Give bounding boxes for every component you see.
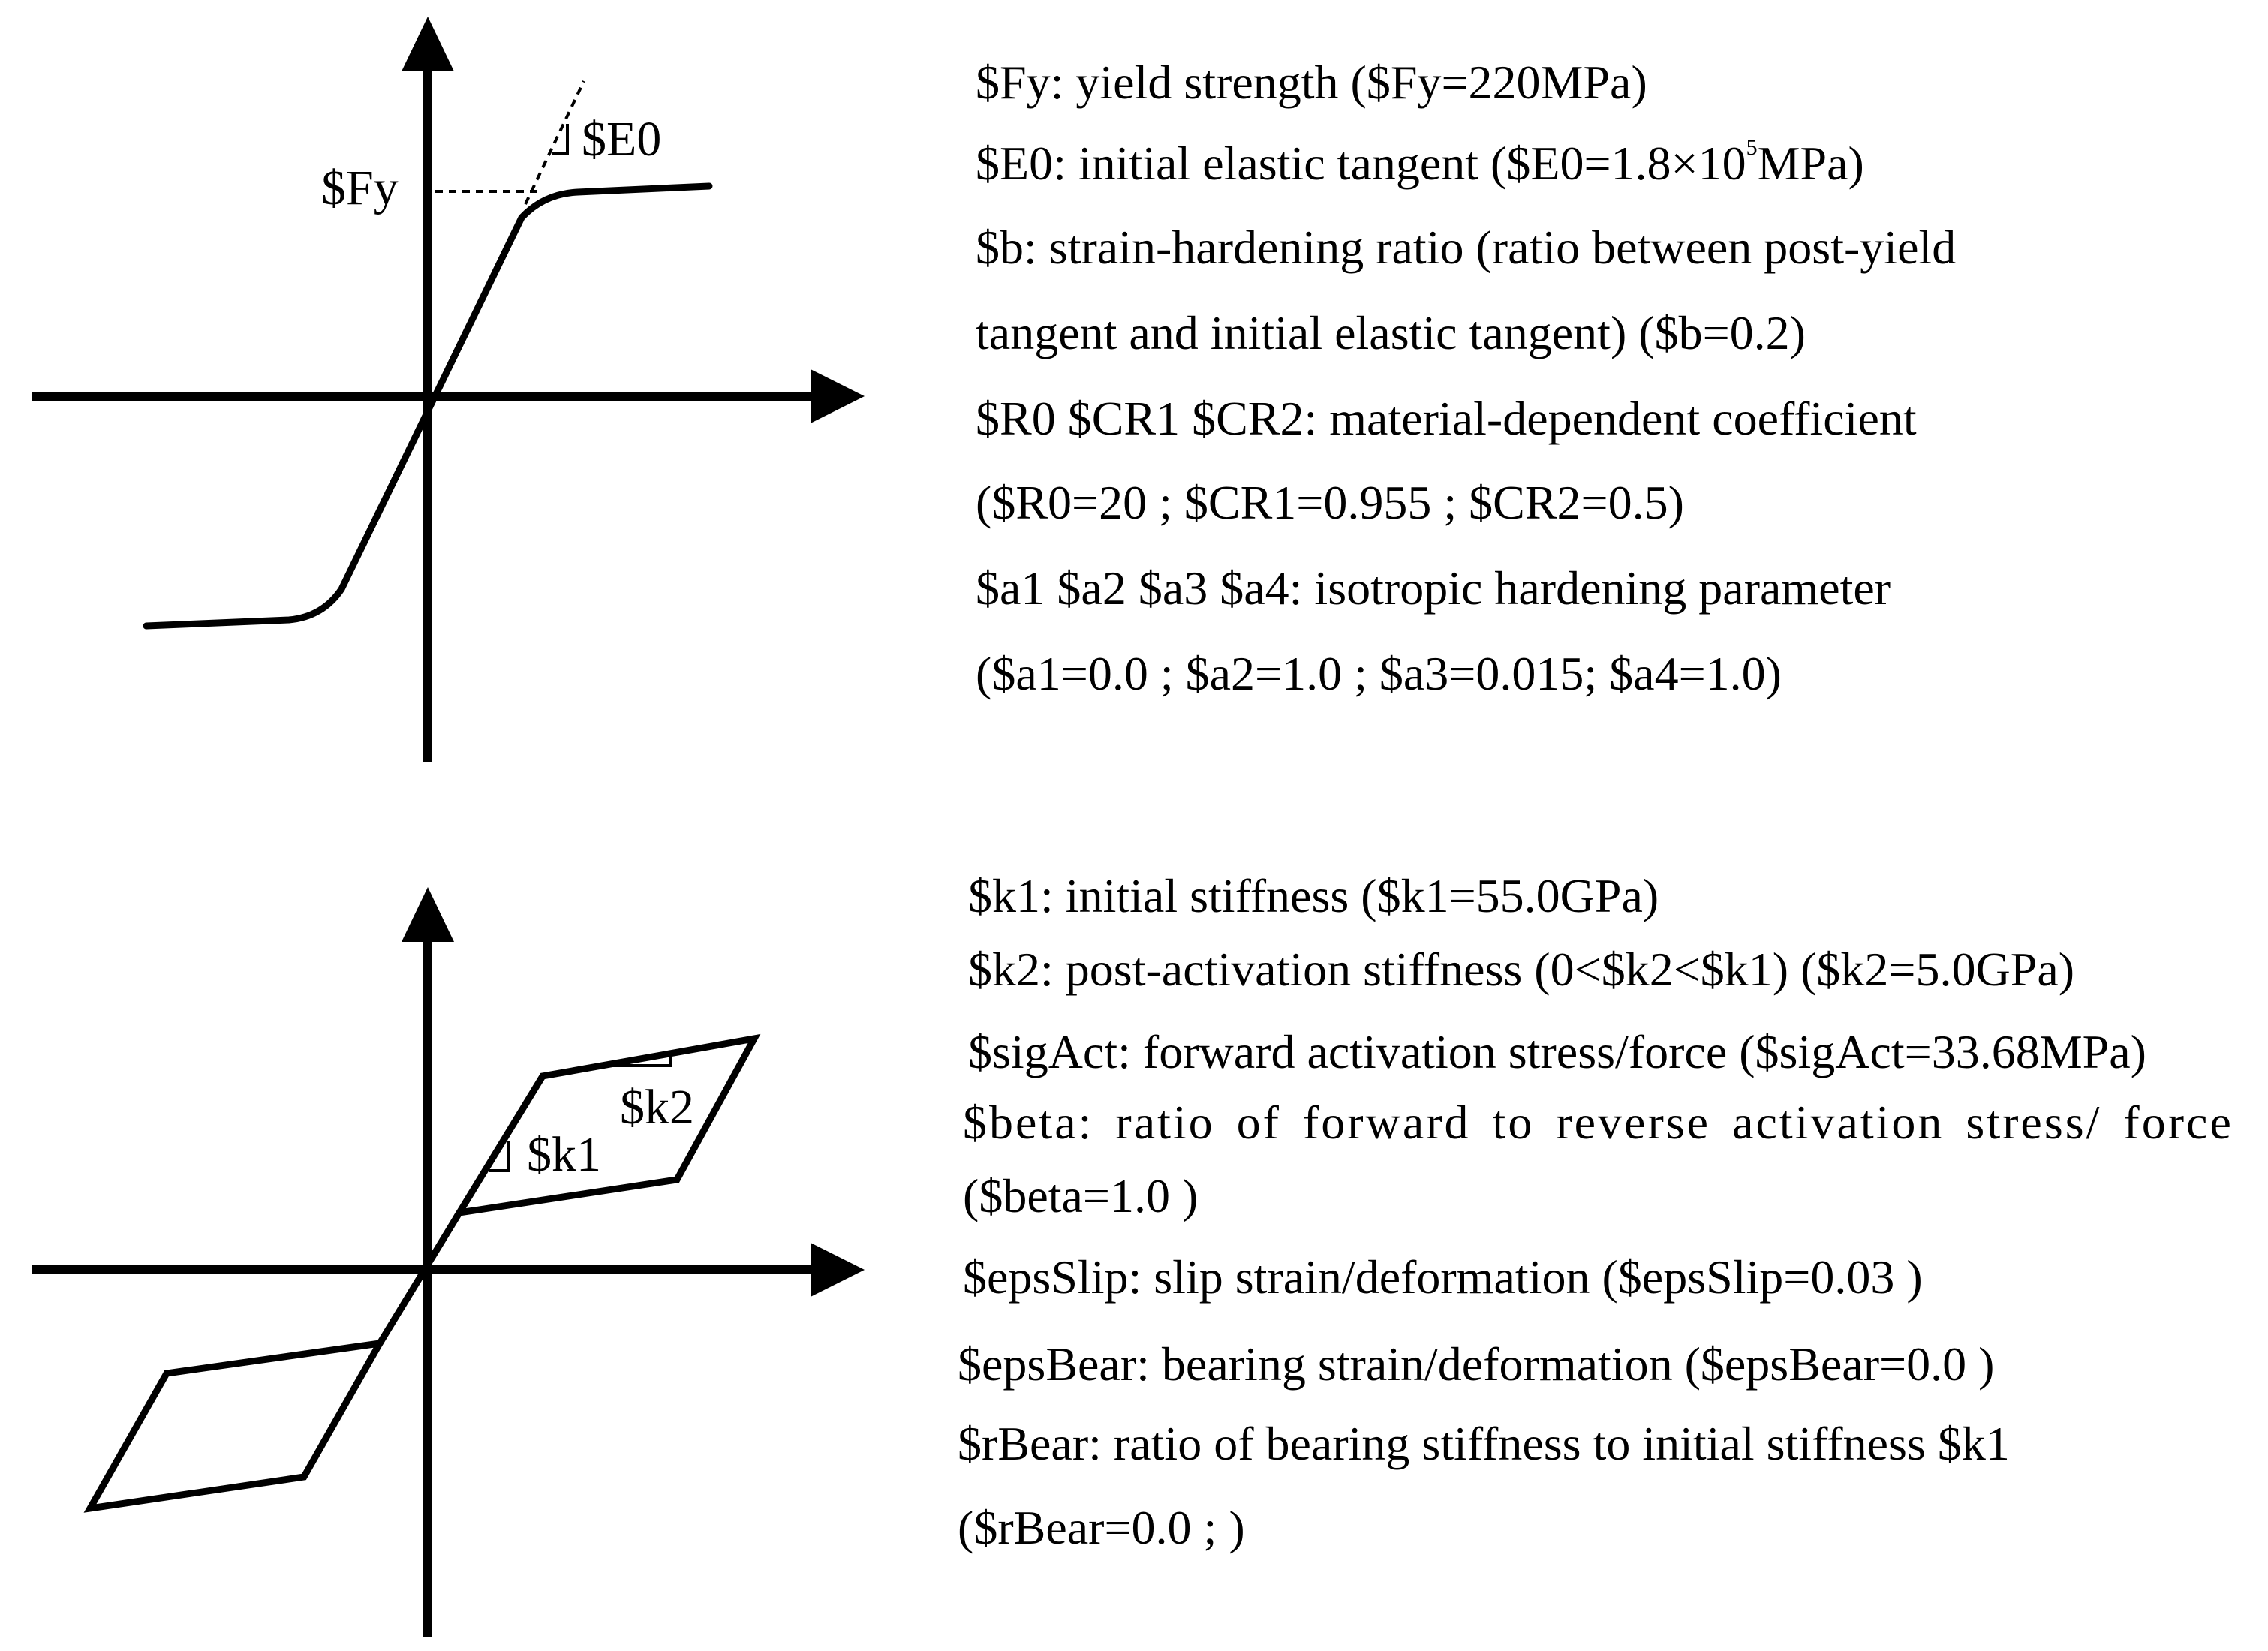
e0-slope-triangle: [552, 124, 569, 155]
k2-slope-triangle: [612, 1057, 672, 1067]
e0-dashed-tangent: [524, 80, 585, 205]
bottom-y-arrowhead: [402, 887, 454, 942]
lower-flag-loop: [83, 1339, 387, 1513]
e0-label: $E0: [582, 112, 661, 167]
center-segment: [376, 1209, 463, 1347]
bottom-hysteresis-diagram: $k1 $k2: [32, 887, 865, 1637]
k1-slope-triangle: [489, 1141, 510, 1172]
fy-label: $Fy: [321, 161, 399, 215]
bottom-x-arrowhead: [811, 1243, 865, 1297]
upper-flag-loop: [453, 1033, 761, 1217]
top-hysteresis-curve: [143, 182, 713, 630]
top-y-arrowhead: [402, 17, 454, 71]
k1-label: $k1: [527, 1127, 601, 1182]
top-stress-strain-diagram: $Fy $E0: [32, 17, 865, 762]
top-x-arrowhead: [811, 369, 865, 423]
k2-label: $k2: [620, 1080, 694, 1135]
